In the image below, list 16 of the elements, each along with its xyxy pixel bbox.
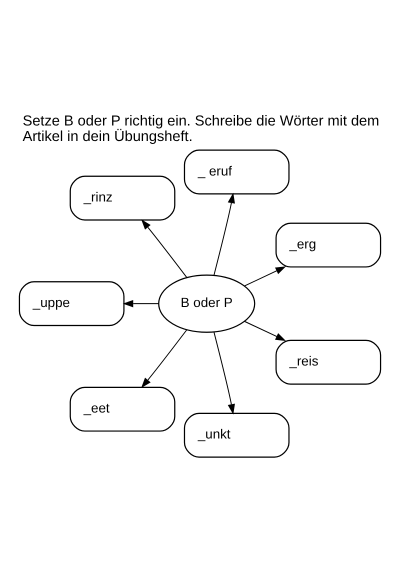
node-box: _uppe: [18, 281, 125, 326]
node-box: _eet: [70, 386, 176, 432]
node-box: _rinz: [70, 176, 176, 221]
arrow: [122, 300, 160, 308]
node-box: _unkt: [184, 412, 290, 458]
arrow: [141, 219, 188, 278]
node-ellipse: B oder P: [158, 274, 256, 333]
arrow: [244, 266, 286, 286]
arrow: [214, 332, 235, 415]
node-box: _erg: [275, 222, 382, 268]
arrow: [214, 192, 235, 276]
arrow: [141, 329, 188, 388]
diagram-title: Setze B oder P richtig ein. Schreibe die Wörter mit dem Artikel in dein Übungsheft.: [22, 113, 380, 146]
arrow: [244, 320, 286, 341]
node-box: _reis: [275, 340, 382, 385]
node-box: _ eruf: [184, 150, 290, 195]
